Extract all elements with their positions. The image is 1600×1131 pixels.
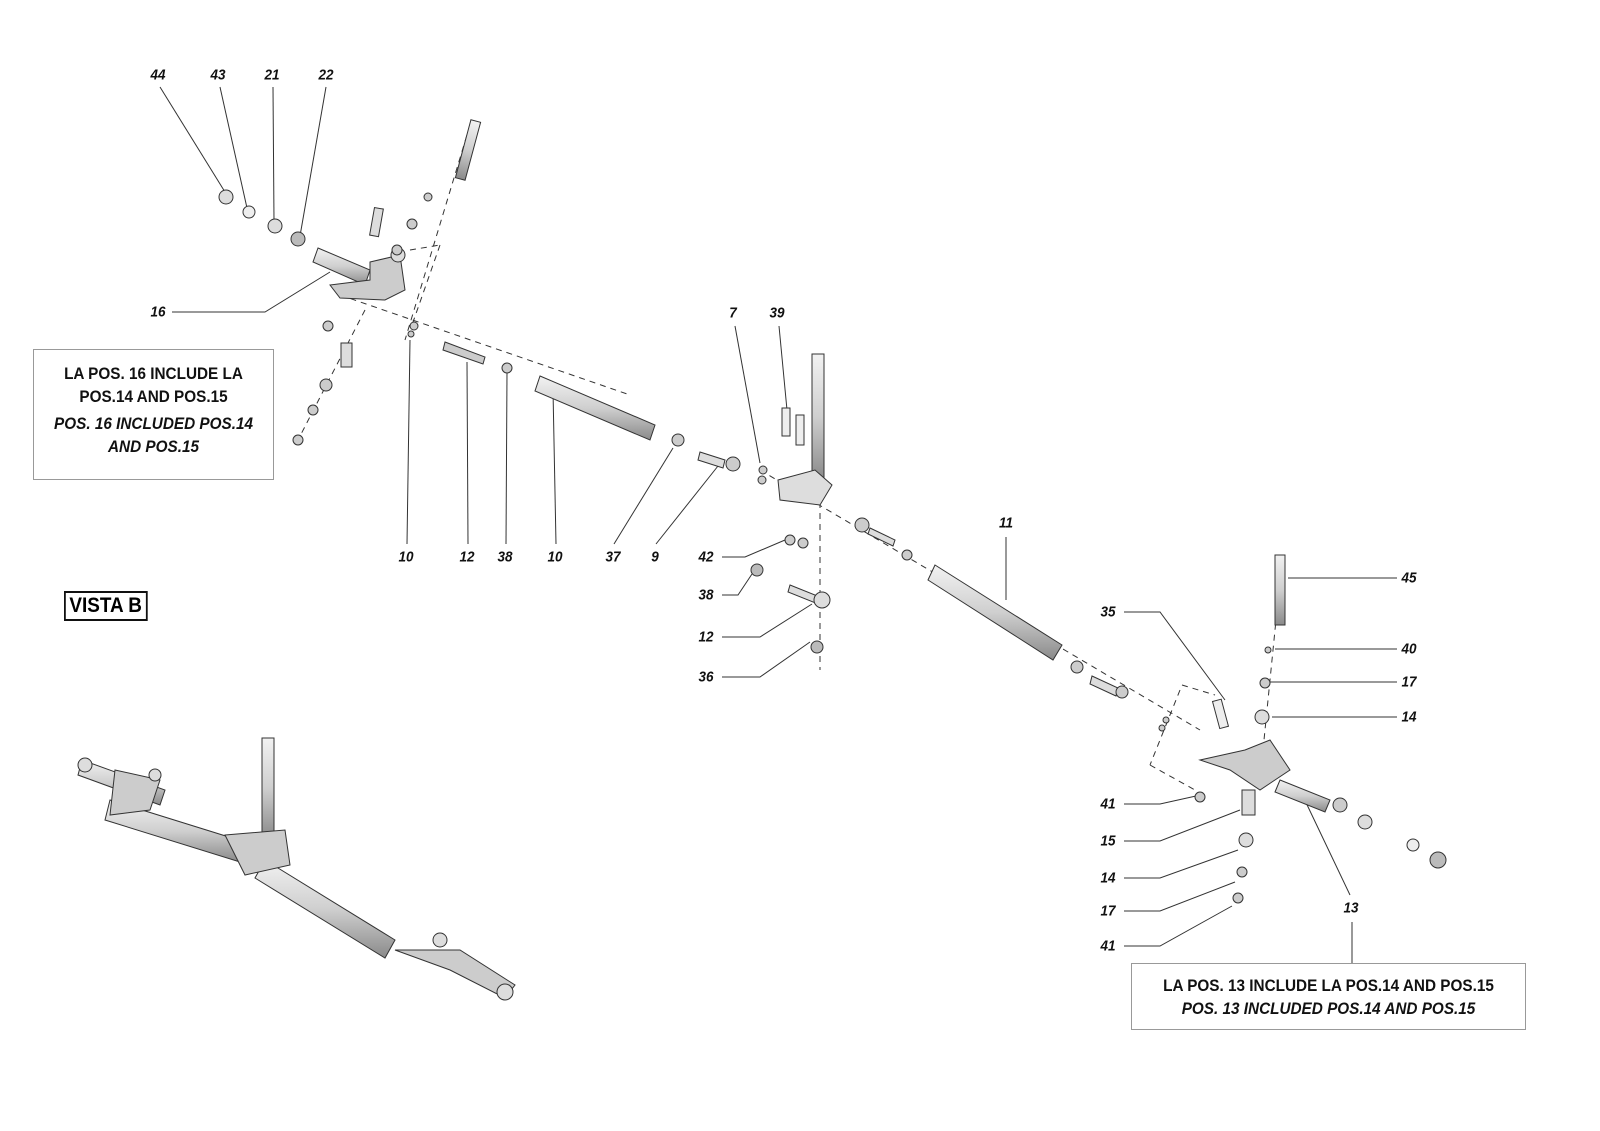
callout-14b: 14	[1100, 869, 1116, 887]
callout-9: 9	[651, 548, 659, 566]
center-bracket	[750, 353, 913, 654]
callout-35: 35	[1100, 603, 1116, 621]
assembly-axes	[297, 124, 1281, 791]
callout-12b: 12	[698, 628, 714, 646]
callout-10: 10	[398, 548, 414, 566]
note-16-it-line2: POS.14 AND POS.15	[79, 387, 228, 406]
callout-12: 12	[459, 548, 475, 566]
callout-14: 14	[1401, 708, 1417, 726]
callout-22: 22	[318, 66, 334, 84]
note-13-it: LA POS. 13 INCLUDE LA POS.14 AND POS.15	[1163, 976, 1494, 995]
callout-43: 43	[210, 66, 226, 84]
callout-10b: 10	[547, 548, 563, 566]
note-16-it-line1: LA POS. 16 INCLUDE LA	[64, 364, 243, 383]
note-16-en-line1: POS. 16 INCLUDED POS.14	[54, 414, 253, 433]
callout-41b: 41	[1100, 937, 1116, 955]
right-spindle-group	[1194, 554, 1447, 904]
callout-15: 15	[1100, 832, 1116, 850]
note-pos-16: LA POS. 16 INCLUDE LA POS.14 AND POS.15 …	[33, 349, 274, 480]
callout-13: 13	[1343, 899, 1359, 917]
note-13-en: POS. 13 INCLUDED POS.14 AND POS.15	[1181, 999, 1476, 1018]
leader-lines	[159, 86, 1397, 963]
assembled-view	[77, 737, 516, 1001]
left-tie-rod	[442, 341, 741, 472]
callout-45: 45	[1401, 569, 1417, 587]
note-pos-13: LA POS. 13 INCLUDE LA POS.14 AND POS.15 …	[1131, 963, 1526, 1030]
left-spindle-group	[218, 119, 482, 446]
callout-38: 38	[497, 548, 513, 566]
callout-41: 41	[1100, 795, 1116, 813]
callout-11: 11	[998, 514, 1014, 532]
callout-39: 39	[769, 304, 785, 322]
callout-38b: 38	[698, 586, 714, 604]
callout-36: 36	[698, 668, 714, 686]
callout-21: 21	[264, 66, 280, 84]
note-16-en-line2: AND POS.15	[108, 437, 199, 456]
callout-40: 40	[1401, 640, 1417, 658]
callout-44: 44	[150, 66, 166, 84]
callout-17: 17	[1401, 673, 1417, 691]
callout-17b: 17	[1100, 902, 1116, 920]
view-label: VISTA B	[64, 591, 148, 621]
callout-37: 37	[605, 548, 621, 566]
callout-7: 7	[729, 304, 737, 322]
right-tie-rod	[927, 564, 1170, 732]
callout-16: 16	[150, 303, 166, 321]
callout-42: 42	[698, 548, 714, 566]
